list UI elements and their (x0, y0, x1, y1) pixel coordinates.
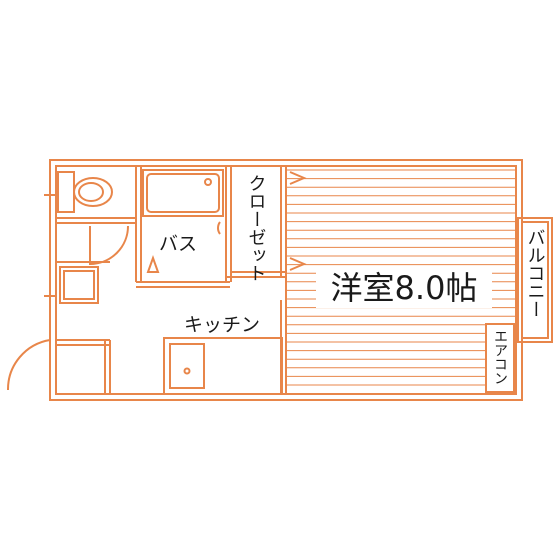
entrance-door (6, 339, 51, 391)
bathroom (135, 169, 230, 288)
balcony-label: バルコニー (525, 228, 546, 318)
washroom (44, 261, 111, 394)
aircon-label: エアコン (492, 329, 508, 385)
western-room-label: 洋室8.0帖 (331, 269, 478, 307)
aircon-unit (485, 323, 515, 393)
room-label-bg (316, 268, 492, 308)
sink-icon (169, 343, 205, 389)
kitchen-label: キッチン (184, 314, 260, 336)
bathtub-icon (142, 169, 224, 217)
balcony (517, 217, 553, 343)
kitchen-label-bg (178, 312, 266, 336)
bath-label: バス (159, 233, 197, 255)
toilet-icon (73, 177, 113, 207)
bath-door-mark (146, 255, 160, 273)
closet (225, 166, 307, 282)
kitchen-counter (163, 337, 283, 395)
closet-label: クローゼット (246, 174, 267, 282)
toilet-room (44, 166, 142, 226)
toilet-door (89, 225, 129, 266)
toilet-tank (57, 171, 75, 213)
washing-machine-icon (59, 266, 99, 304)
closet-door-mark (289, 171, 307, 185)
